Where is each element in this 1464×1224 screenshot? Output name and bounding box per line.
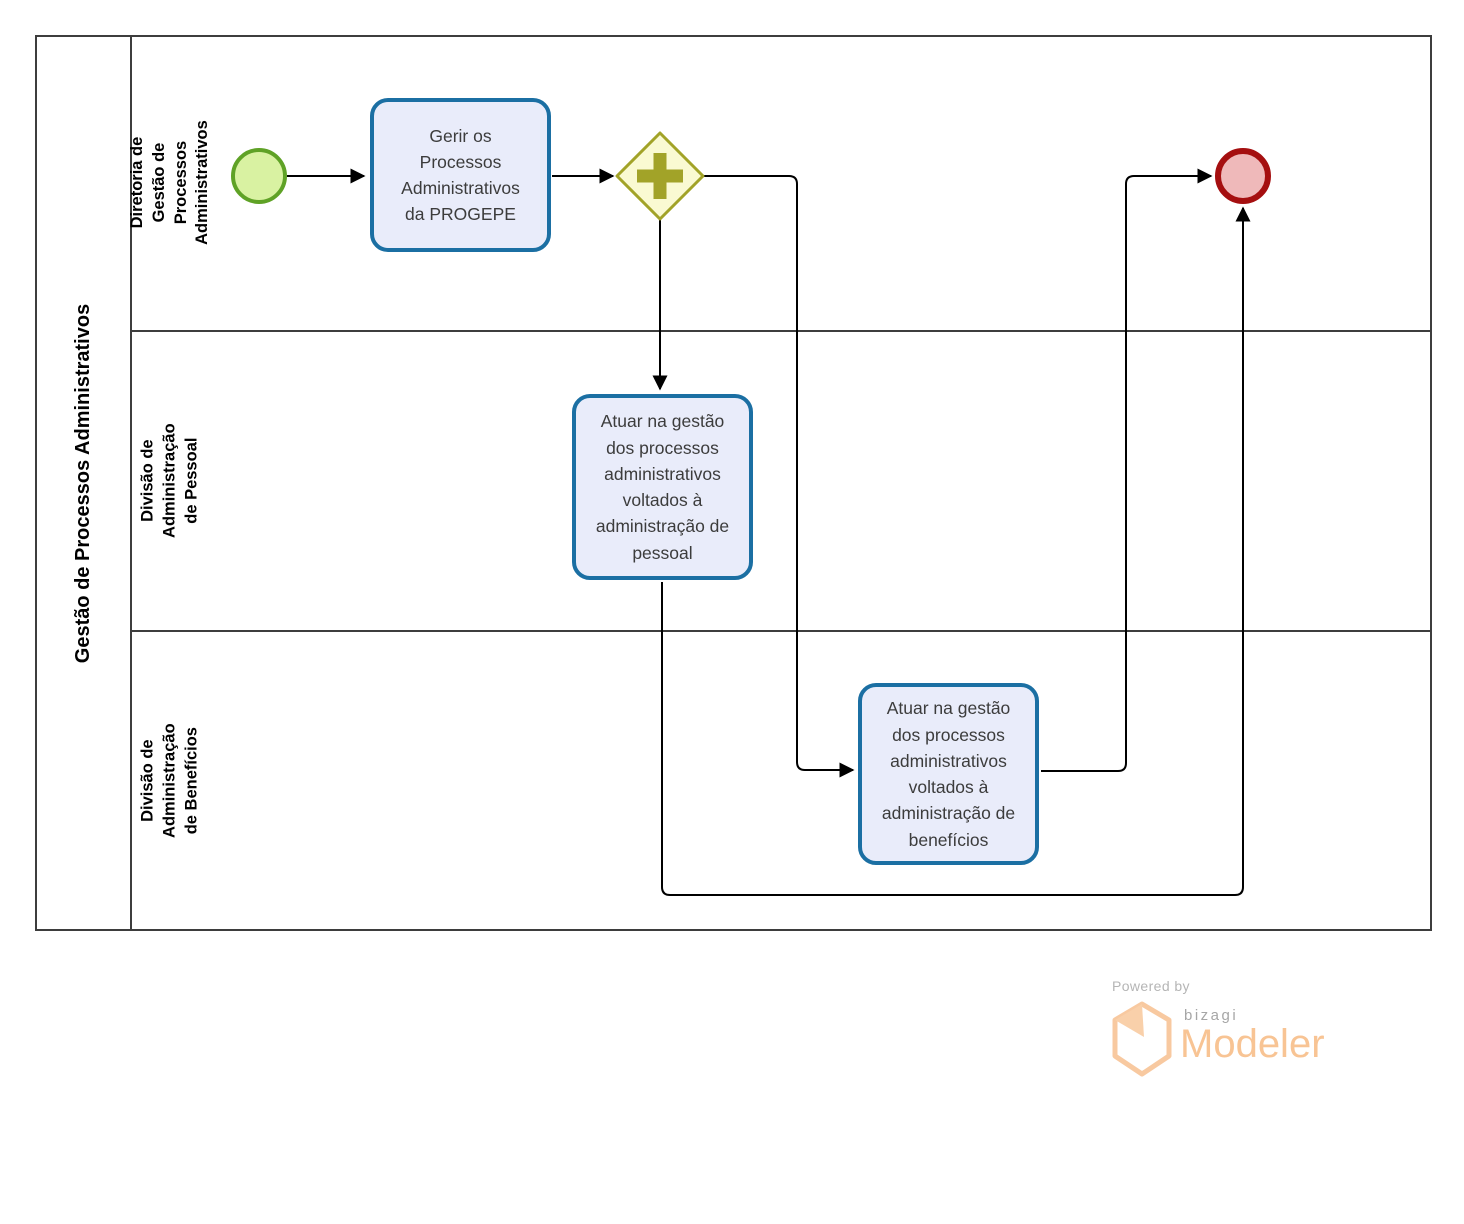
pool-title-strip: Gestão de Processos Administrativos [35, 35, 132, 931]
task-gestao-beneficios[interactable]: Atuar na gestão dos processos administra… [858, 683, 1039, 865]
flow-gateway-to-task-beneficios[interactable] [703, 175, 855, 778]
start-event-icon[interactable] [231, 148, 287, 204]
flow-task-beneficios-to-end[interactable] [1041, 168, 1213, 772]
bizagi-hexagon-icon [1112, 1001, 1172, 1077]
lane-divider-2-3 [132, 630, 1430, 632]
gateway-plus-icon [653, 153, 667, 199]
powered-by-label: Powered by [1112, 978, 1190, 994]
flow-task-pessoal-to-end[interactable] [661, 206, 1251, 896]
lane-divider-1-2 [132, 330, 1430, 332]
end-event-icon[interactable] [1215, 148, 1271, 204]
task-gerir-processos[interactable]: Gerir os Processos Administrativos da PR… [370, 98, 551, 252]
task-gestao-pessoal[interactable]: Atuar na gestão dos processos administra… [572, 394, 753, 580]
modeler-wordmark: Modeler [1180, 1022, 1325, 1066]
task-label: Atuar na gestão dos processos administra… [881, 698, 1016, 850]
task-label: Atuar na gestão dos processos administra… [595, 411, 730, 563]
task-label: Gerir os Processos Administrativos da PR… [401, 125, 520, 225]
bizagi-wordmark: bizagi [1184, 1007, 1239, 1024]
